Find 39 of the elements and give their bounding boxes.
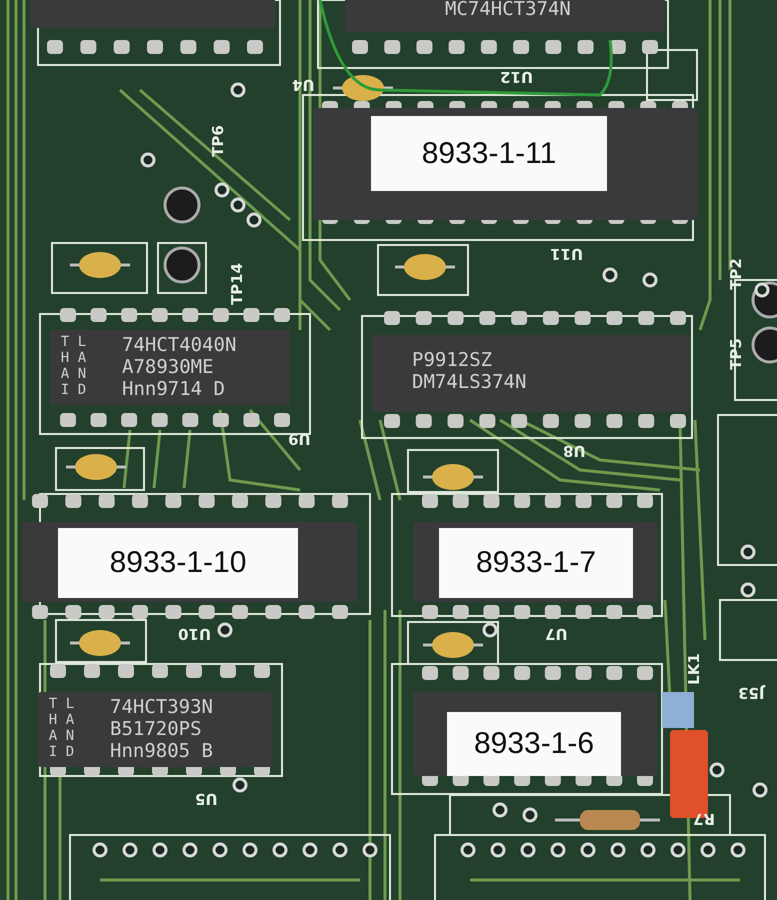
ic-chip: [313, 108, 698, 220]
chip-marking: DM74LS374N: [412, 371, 526, 393]
ic-chip: [413, 522, 657, 602]
silkscreen-label: J53: [738, 684, 764, 702]
chip-marking: 74HCT4040N: [122, 334, 236, 356]
country-marking: THAILAND: [56, 334, 90, 400]
silkscreen-label: U11: [550, 245, 584, 263]
chip-marking: MC74HCT374N: [445, 0, 571, 20]
ic-chip: [30, 0, 275, 28]
part-label: 8933-1-6: [447, 712, 621, 776]
silkscreen-label: U7: [545, 625, 568, 643]
chip-marking: B51720PS: [110, 718, 202, 740]
silkscreen-label: TP6: [208, 125, 227, 157]
silkscreen-label: U8: [563, 442, 586, 460]
ic-chip: [372, 335, 690, 412]
chip-marking: 74HCT393N: [110, 696, 213, 718]
chip-marking: Hnn9805 B: [110, 740, 213, 762]
silkscreen-label: U10: [178, 625, 212, 643]
ic-chip: [38, 692, 272, 767]
ic-chip: [22, 522, 357, 602]
ic-chip: [413, 692, 657, 776]
chip-marking: P9912SZ: [412, 349, 492, 371]
part-label: 8933-1-10: [58, 528, 298, 598]
part-label: 8933-1-7: [439, 528, 633, 598]
silkscreen-label: U9: [288, 430, 311, 448]
silkscreen-label: TP14: [228, 262, 246, 306]
silkscreen-label: U5: [195, 790, 218, 808]
part-label: 8933-1-11: [371, 116, 607, 191]
silkscreen-label: TP5: [726, 338, 745, 370]
country-marking: THAILAND: [44, 696, 78, 762]
chip-marking: A78930ME: [122, 356, 214, 378]
chip-marking: Hnn9714 D: [122, 378, 225, 400]
silkscreen-label: TP2: [726, 258, 745, 290]
silkscreen-label: R7: [693, 810, 715, 828]
ic-chip: [345, 0, 665, 32]
silkscreen-label: U4: [292, 76, 315, 94]
ic-chip: [50, 330, 290, 405]
silkscreen-label: U12: [500, 68, 534, 86]
silkscreen-label: LK1: [684, 653, 703, 685]
